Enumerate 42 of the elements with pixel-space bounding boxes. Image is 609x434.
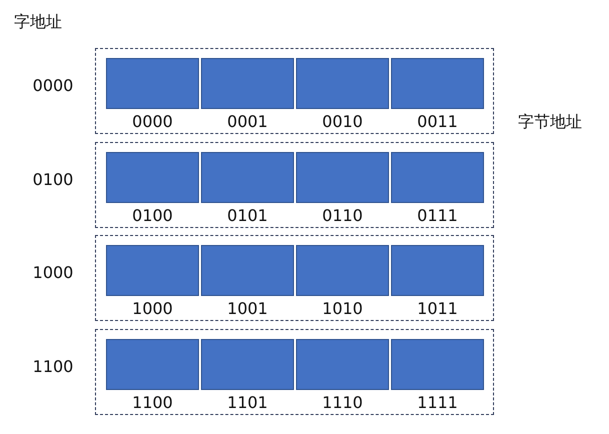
memory-byte-block xyxy=(201,245,294,296)
memory-byte-block xyxy=(296,152,389,202)
byte-address: 1100 xyxy=(131,392,174,412)
axis-heading: 字地址 xyxy=(14,12,62,32)
memory-byte-block xyxy=(391,338,484,390)
dashed-group-box xyxy=(95,142,494,228)
axis-heading: 字节地址 xyxy=(518,112,582,132)
memory-byte-block xyxy=(296,338,389,390)
byte-address: 0101 xyxy=(226,206,269,226)
dashed-group-box xyxy=(95,328,494,414)
word-address: 1000 xyxy=(32,263,74,283)
byte-address: 0010 xyxy=(321,112,364,132)
memory-byte-block xyxy=(106,58,199,109)
memory-byte-block xyxy=(296,245,389,296)
byte-address: 1101 xyxy=(226,392,269,412)
dashed-group-box xyxy=(95,48,494,134)
word-address: 1100 xyxy=(32,356,74,376)
byte-address: 1110 xyxy=(321,392,364,412)
memory-byte-block xyxy=(296,58,389,109)
byte-address: 1001 xyxy=(226,299,269,319)
memory-byte-block xyxy=(201,338,294,390)
word-address: 0100 xyxy=(32,170,74,190)
byte-address: 1011 xyxy=(416,299,459,319)
byte-address: 0100 xyxy=(131,206,174,226)
memory-byte-block xyxy=(106,338,199,390)
byte-address: 1010 xyxy=(321,299,364,319)
memory-byte-block xyxy=(106,152,199,202)
memory-byte-block xyxy=(391,245,484,296)
byte-address: 0111 xyxy=(416,206,459,226)
byte-address: 0110 xyxy=(321,206,364,226)
byte-address: 0001 xyxy=(226,112,269,132)
byte-address: 1111 xyxy=(416,392,459,412)
byte-address: 0011 xyxy=(416,112,459,132)
byte-address: 1000 xyxy=(131,299,174,319)
memory-byte-block xyxy=(201,152,294,202)
dashed-group-box xyxy=(95,235,494,321)
memory-byte-block xyxy=(391,152,484,202)
memory-byte-block xyxy=(391,58,484,109)
byte-address: 0000 xyxy=(131,112,174,132)
memory-byte-block xyxy=(201,58,294,109)
memory-byte-block xyxy=(106,245,199,296)
word-address: 0000 xyxy=(32,76,74,96)
